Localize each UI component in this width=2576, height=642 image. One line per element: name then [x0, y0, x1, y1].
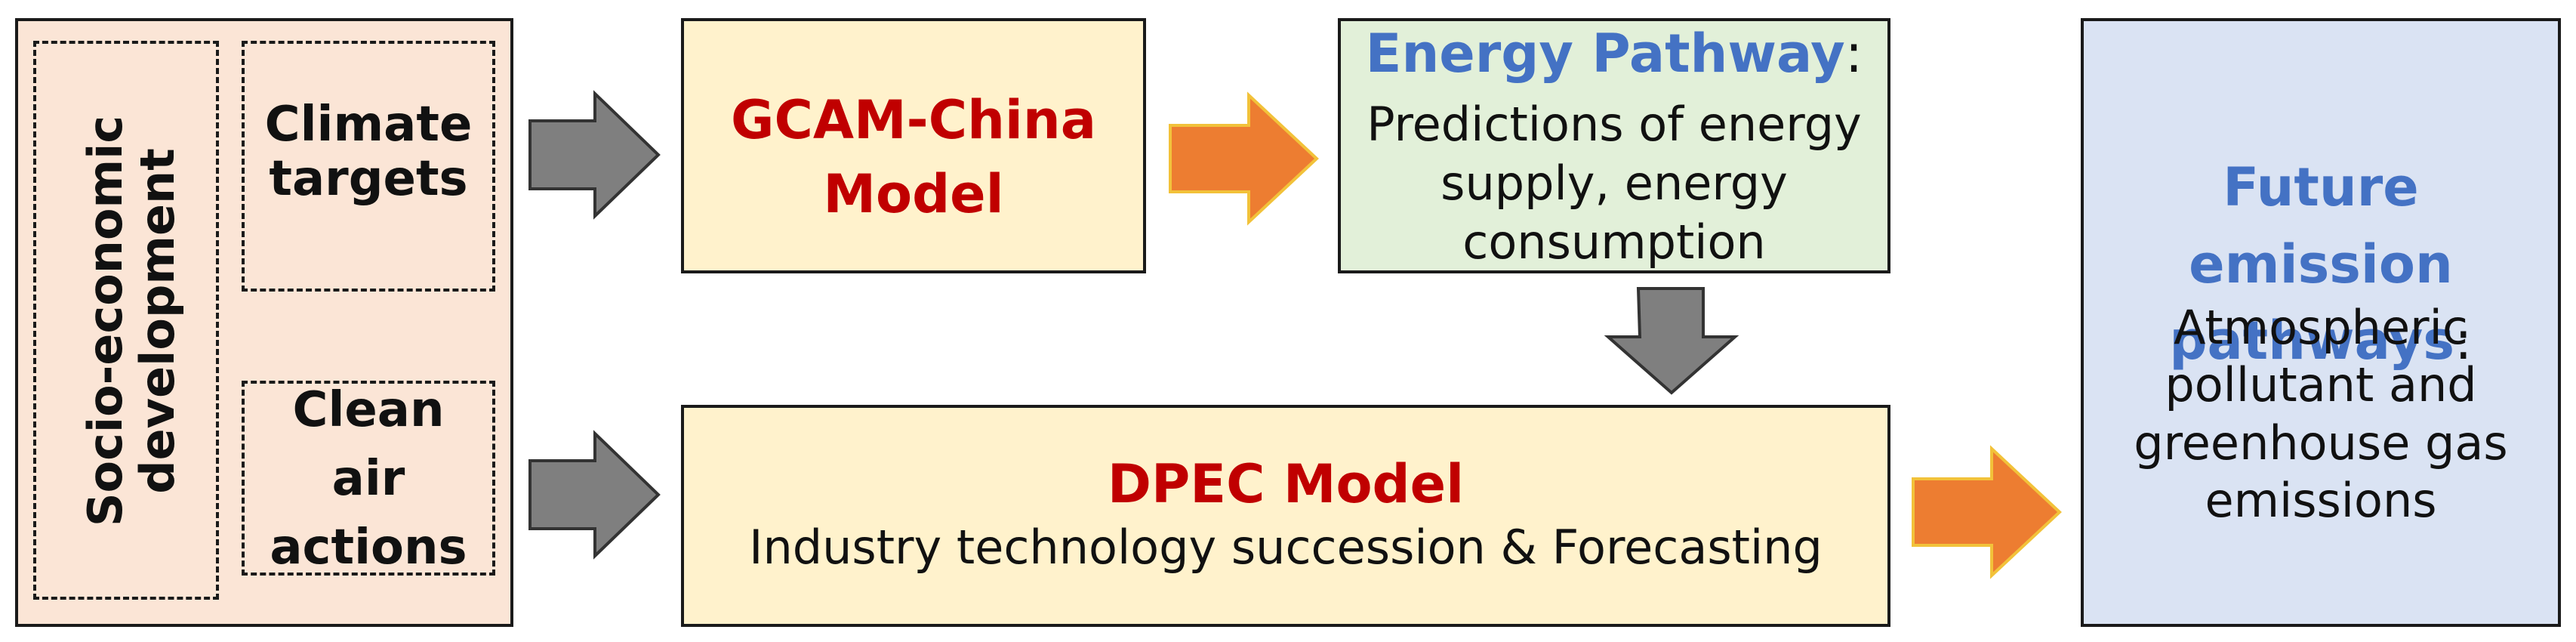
arrow-clean-air-to-dpec [528, 430, 661, 560]
future-emission-box [2081, 18, 2561, 627]
climate-targets-label: Climate targets [264, 97, 473, 207]
arrow-gcam-to-energy [1169, 91, 1319, 226]
energy-pathway-desc: Predictions of energy supply, energy con… [1367, 97, 1862, 270]
dpec-model-desc: Industry technology succession & Forecas… [749, 520, 1823, 575]
future-emission-colon: : [2454, 310, 2473, 372]
energy-pathway-title: Energy Pathway [1365, 23, 1845, 85]
dpec-model-box [681, 405, 1890, 627]
inputs-panel [15, 18, 513, 627]
clean-air-box [242, 381, 495, 576]
energy-pathway-colon: : [1844, 23, 1863, 85]
arrow-climate-to-gcam [528, 90, 661, 220]
arrow-energy-to-dpec [1604, 287, 1739, 395]
dpec-model-title: DPEC Model [1107, 453, 1465, 515]
future-emission-title: Future emission pathways [2169, 156, 2455, 372]
gcam-china-box [681, 18, 1146, 273]
climate-targets-box [242, 41, 495, 292]
socio-economic-label: Socio-economic development [78, 115, 186, 527]
socio-economic-box [33, 41, 219, 600]
clean-air-label: Clean air actions [270, 382, 467, 576]
energy-pathway-box [1338, 18, 1890, 273]
future-emission-heading: Future emission pathways: [2091, 150, 2550, 380]
gcam-china-title: GCAM-China Model [731, 89, 1096, 225]
arrow-dpec-to-future [1912, 445, 2062, 579]
future-emission-desc: Atmospheric pollutant and greenhouse gas… [2134, 300, 2508, 528]
energy-pathway-heading: Energy Pathway: [1344, 24, 1884, 83]
